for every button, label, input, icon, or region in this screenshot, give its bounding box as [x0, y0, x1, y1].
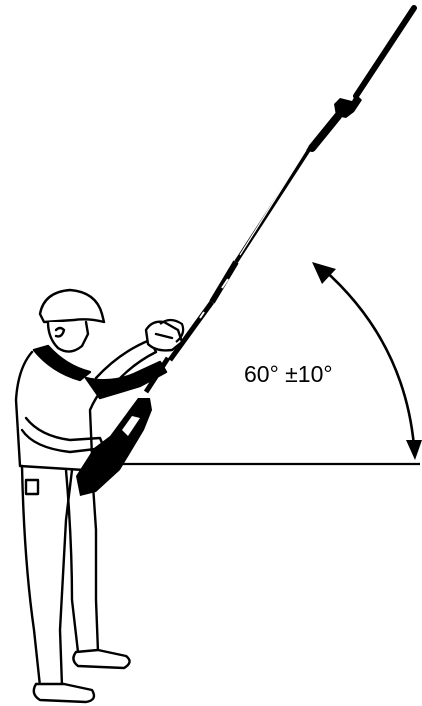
pocket: [24, 478, 40, 496]
harness-strap: [32, 344, 92, 382]
head: [46, 320, 90, 353]
arc-arrowhead-bottom: [406, 440, 422, 460]
power-head: [76, 398, 152, 496]
angle-label: 60° ±10°: [244, 361, 333, 387]
angle-arc: [312, 262, 422, 460]
arc-arrowhead-top: [312, 262, 336, 284]
right-leg: [64, 468, 100, 654]
helmet: [38, 288, 106, 324]
left-boot: [32, 682, 96, 704]
lower-arm: [20, 416, 106, 454]
cutter-head: [334, 94, 362, 118]
worker-figure: [14, 288, 184, 704]
right-boot: [72, 648, 131, 670]
pruner-pole: [167, 5, 417, 362]
tool-handle: [143, 318, 185, 394]
left-leg: [20, 464, 74, 688]
